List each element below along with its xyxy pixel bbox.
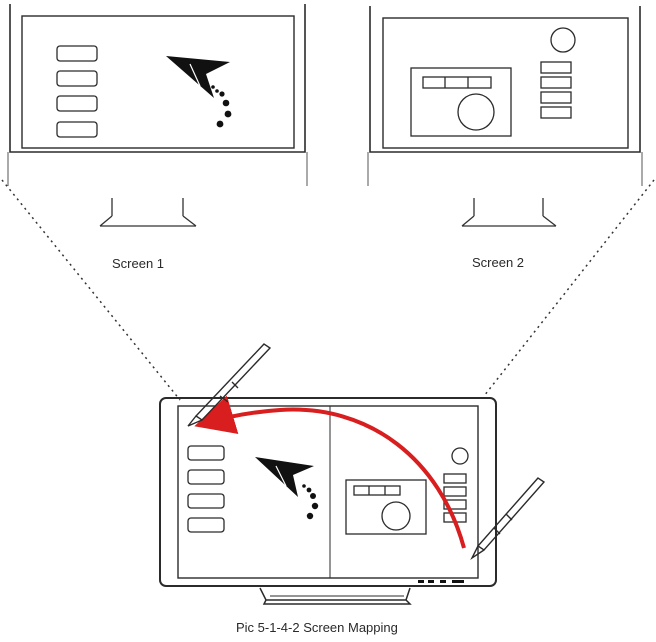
menu-button: [540, 106, 572, 119]
monitor-2: [367, 6, 643, 227]
monitor-2-screen: [382, 17, 629, 149]
screen-2-label: Screen 2: [472, 255, 525, 270]
stylus-pen-icon: [187, 343, 272, 427]
menu-button: [187, 517, 225, 533]
cursor-arrow-icon: [166, 56, 232, 128]
tablet-left-menu: [187, 445, 225, 533]
menu-button: [187, 493, 225, 509]
menu-button: [56, 45, 98, 62]
monitor-1-frame: [9, 4, 306, 153]
pen-tablet-icon: [159, 397, 497, 605]
tablet-cursor-icon: [255, 457, 319, 520]
monitor-2-stand: [461, 198, 557, 227]
stylus-pen-icon: [470, 477, 546, 561]
monitor-2-window: [410, 67, 512, 137]
figure-caption: Pic 5-1-4-2 Screen Mapping: [236, 620, 398, 635]
menu-button: [56, 95, 98, 112]
menu-button: [540, 61, 572, 74]
menu-button: [540, 76, 572, 89]
monitor-2-menu: [540, 61, 572, 119]
tablet-screen: [177, 405, 479, 579]
menu-button: [443, 499, 467, 510]
menu-button: [443, 473, 467, 484]
tablet-stand: [259, 587, 412, 605]
monitor-1-screen: [21, 15, 295, 149]
menu-button: [187, 445, 225, 461]
mapping-arrow-icon: [194, 395, 466, 549]
menu-button: [187, 469, 225, 485]
monitor-1: [7, 4, 308, 227]
monitor-2-circle-button: [550, 27, 576, 53]
projection-lines: [1, 179, 655, 401]
menu-button: [56, 121, 98, 138]
monitor-1-stand: [99, 198, 197, 227]
monitor-1-menu: [56, 45, 98, 138]
menu-button: [443, 486, 467, 497]
tablet-body: [159, 397, 497, 587]
tablet-right-window: [345, 479, 427, 535]
tablet-right-menu: [443, 473, 467, 523]
menu-button: [56, 70, 98, 87]
menu-button: [540, 91, 572, 104]
screen-1-label: Screen 1: [112, 256, 165, 271]
monitor-2-frame: [369, 6, 641, 153]
